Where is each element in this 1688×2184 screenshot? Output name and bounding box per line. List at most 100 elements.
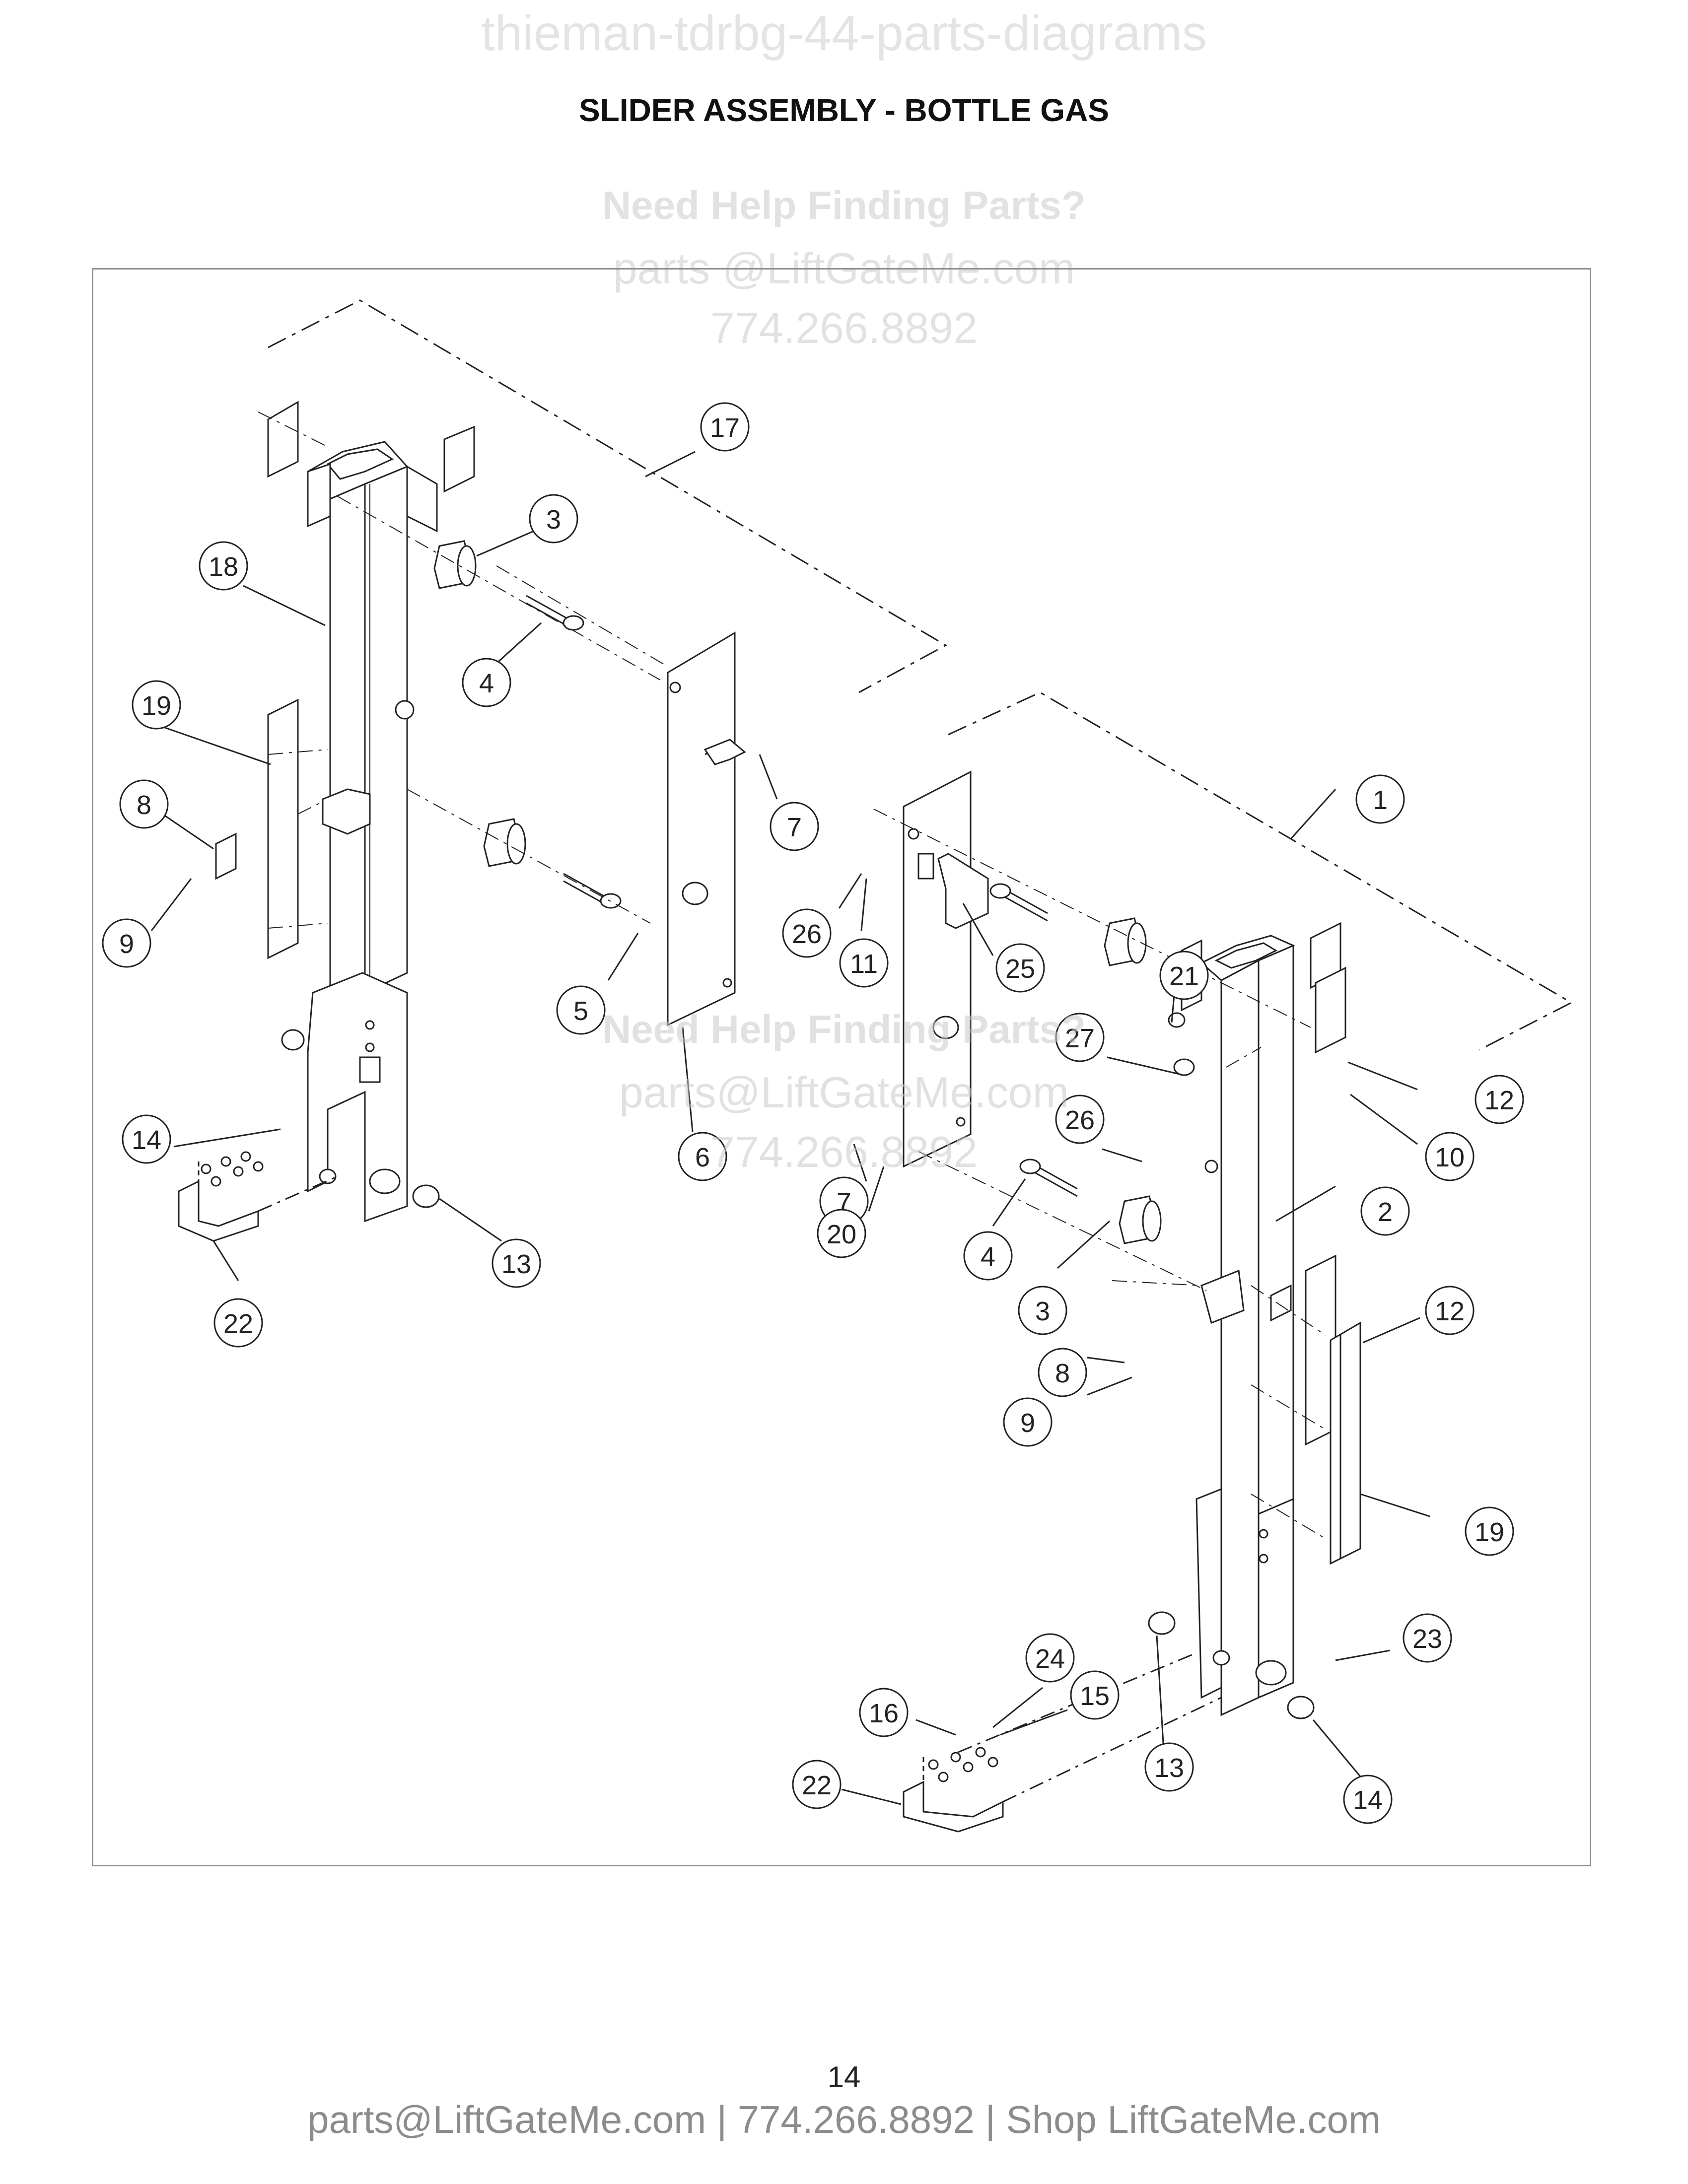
callout-26: 26 [782, 908, 832, 958]
callout-number: 1 [1373, 785, 1388, 815]
page-title: SLIDER ASSEMBLY - BOTTLE GAS [579, 92, 1109, 128]
footer-contact[interactable]: parts@LiftGateMe.com | 774.266.8892 | Sh… [307, 2098, 1381, 2141]
callout-2: 2 [1360, 1186, 1410, 1236]
callout-number: 19 [141, 691, 171, 721]
callout-number: 13 [501, 1249, 531, 1279]
callout-circle [1465, 1506, 1514, 1556]
callout-circle [199, 541, 248, 591]
callout-circle [839, 938, 889, 988]
left-slider-column [267, 401, 475, 1223]
callout-number: 14 [132, 1125, 161, 1155]
callout-circle [102, 918, 151, 968]
callout-10: 10 [1425, 1132, 1475, 1181]
callout-circle [1159, 951, 1209, 1000]
callout-number: 8 [137, 790, 151, 820]
callout-number: 5 [573, 996, 588, 1026]
callout-21: 21 [1159, 951, 1209, 1000]
callout-22: 22 [213, 1298, 263, 1348]
callout-circle [556, 985, 606, 1035]
leader-lines [150, 451, 1430, 1805]
callout-20: 20 [817, 1209, 866, 1258]
callout-3: 3 [1018, 1286, 1067, 1335]
callout-7: 7 [770, 802, 819, 851]
callout-1: 1 [1355, 774, 1405, 824]
callout-circle [963, 1231, 1013, 1281]
watermark-phone[interactable]: 774.266.8892 [710, 303, 978, 352]
callout-circle [995, 943, 1045, 993]
callout-circle [1425, 1132, 1475, 1181]
plate-6 [667, 631, 746, 1026]
callout-number: 6 [695, 1143, 710, 1172]
callout-number: 27 [1065, 1024, 1095, 1053]
group-outline-1 [948, 691, 1573, 1051]
callout-8: 8 [1038, 1348, 1087, 1397]
callout-19: 19 [1465, 1506, 1514, 1556]
callout-circle [1038, 1348, 1087, 1397]
callout-number: 26 [1065, 1105, 1095, 1135]
callout-number: 19 [1475, 1517, 1504, 1547]
callout-number: 3 [546, 505, 561, 535]
callout-24: 24 [1025, 1633, 1075, 1683]
callout-number: 9 [1020, 1408, 1035, 1438]
callout-number: 8 [1055, 1359, 1070, 1388]
callout-26: 26 [1055, 1094, 1105, 1144]
plate-20 [903, 770, 989, 1168]
callout-circle [1403, 1613, 1452, 1663]
callout-circle [1025, 1633, 1075, 1683]
diagram-frame [92, 268, 1591, 1866]
callout-6: 6 [678, 1132, 727, 1181]
left-dash-lines [258, 411, 666, 929]
callout-number: 13 [1154, 1753, 1184, 1783]
callout-14: 14 [122, 1114, 171, 1164]
callout-17: 17 [700, 402, 750, 452]
callout-number: 22 [223, 1309, 253, 1339]
callout-11: 11 [839, 938, 889, 988]
callout-8: 8 [119, 779, 169, 829]
callout-27: 27 [1055, 1013, 1105, 1062]
left-lower-parts [178, 1029, 440, 1242]
callout-number: 25 [1005, 954, 1035, 984]
right-lower-parts [903, 1652, 1222, 1833]
callout-number: 12 [1435, 1297, 1465, 1326]
callout-circle [1144, 1742, 1194, 1792]
callout-circle [1055, 1013, 1105, 1062]
callout-circle [782, 908, 832, 958]
callout-number: 14 [1353, 1785, 1383, 1815]
callout-circle [1018, 1286, 1067, 1335]
watermark-filename: thieman-tdrbg-44-parts-diagrams [481, 5, 1207, 61]
callout-number: 21 [1169, 961, 1199, 991]
callout-circle [859, 1688, 909, 1737]
callout-9: 9 [1003, 1397, 1053, 1447]
left-rollers [433, 540, 622, 909]
callout-number: 24 [1035, 1644, 1065, 1674]
callout-number: 26 [792, 919, 822, 949]
callout-number: 9 [119, 929, 134, 959]
callout-number: 7 [787, 813, 802, 842]
right-slider-column [1181, 922, 1346, 1716]
callout-circle [678, 1132, 727, 1181]
callout-number: 18 [209, 552, 238, 582]
callout-number: 4 [479, 669, 494, 698]
callout-12: 12 [1475, 1075, 1524, 1124]
right-side-plate-19 [1330, 1321, 1361, 1565]
callout-circle [1360, 1186, 1410, 1236]
callout-23: 23 [1403, 1613, 1452, 1663]
callout-circle [1355, 774, 1405, 824]
callout-5: 5 [556, 985, 606, 1035]
callout-13: 13 [1144, 1742, 1194, 1792]
callout-number: 3 [1035, 1297, 1050, 1326]
right-dash-lines [873, 809, 1326, 1539]
watermark-email-center[interactable]: parts@LiftGateMe.com [619, 1068, 1069, 1117]
callout-circle [770, 802, 819, 851]
callout-18: 18 [199, 541, 248, 591]
callout-3: 3 [529, 494, 578, 544]
callout-4: 4 [462, 658, 511, 707]
callout-circle [213, 1298, 263, 1348]
callout-circle [132, 680, 181, 730]
left-side-plates [215, 832, 237, 880]
callout-circle [700, 402, 750, 452]
callout-circle [1070, 1670, 1120, 1720]
watermark-phone-center[interactable]: 774.266.8892 [710, 1127, 978, 1176]
